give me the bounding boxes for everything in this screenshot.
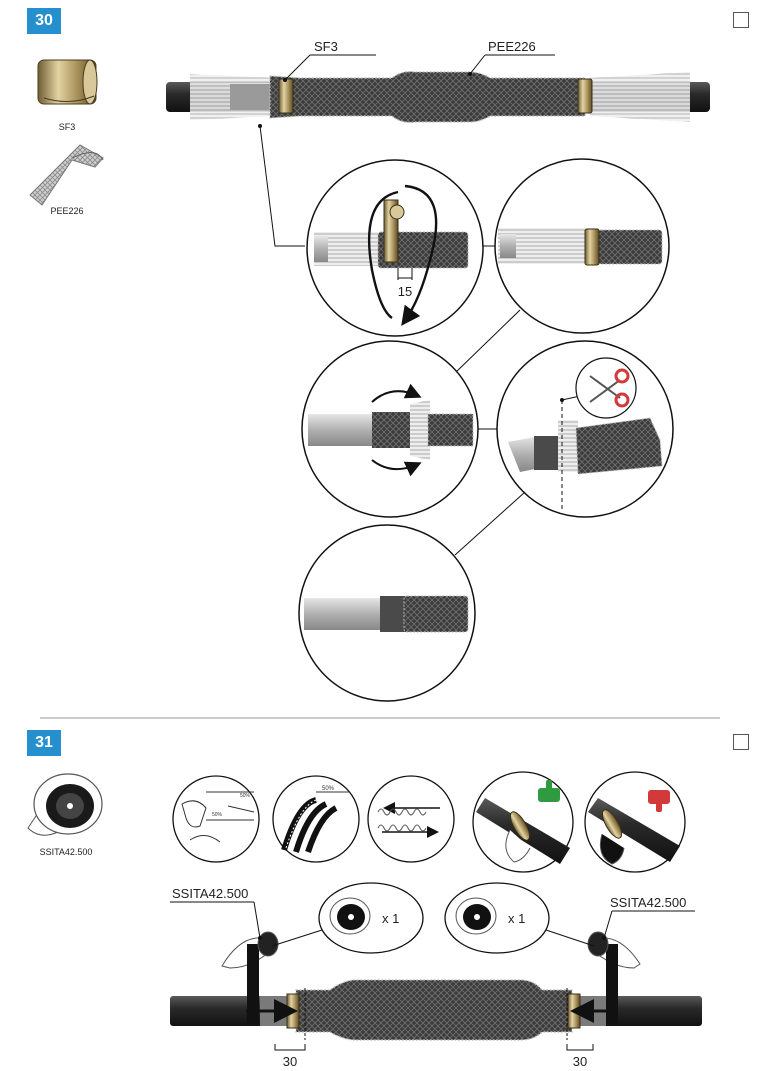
- tip-circle-wrap: 50%: [272, 775, 360, 863]
- callout-pee226: PEE226: [488, 39, 536, 54]
- measure-15: 15: [398, 284, 412, 299]
- thumb-down-icon: [648, 790, 670, 812]
- qty-bubble-left: [271, 882, 424, 954]
- part-sf3-icon: [37, 59, 98, 105]
- rotate-arrow-icon: [371, 383, 422, 403]
- step-31-checkbox[interactable]: [733, 734, 749, 750]
- detail-circle-cut: [496, 340, 674, 518]
- detail-circle-wind: [306, 159, 484, 337]
- label-ssita-right: SSITA42.500: [610, 895, 686, 910]
- tip-circle-stretch: [367, 775, 455, 863]
- qty-right: x 1: [508, 911, 525, 926]
- part-sf3-label: SF3: [59, 122, 76, 132]
- part-pee226-icon: [29, 144, 104, 206]
- svg-text:50%: 50%: [322, 786, 335, 792]
- qty-left: x 1: [382, 911, 399, 926]
- cable-assembly-bottom: [170, 931, 702, 1041]
- label-ssita-left: SSITA42.500: [172, 886, 248, 901]
- step-31-number: 31: [27, 730, 61, 756]
- step-30-number: 30: [27, 8, 61, 34]
- detail-circle-fold: [301, 340, 479, 518]
- tip-circle-good: [472, 771, 574, 873]
- svg-text:50%: 50%: [240, 793, 251, 799]
- measure-30-right: 30: [573, 1054, 587, 1069]
- tip-circle-overlap: 50% 50%: [172, 775, 260, 863]
- part-ssita-icon: [27, 773, 103, 836]
- qty-bubble-right: [444, 882, 595, 954]
- part-pee226-label: PEE226: [50, 206, 83, 216]
- detail-circle-finished: [298, 524, 476, 702]
- svg-text:50%: 50%: [212, 812, 223, 818]
- part-ssita-label: SSITA42.500: [40, 847, 93, 857]
- measure-30-left: 30: [283, 1054, 297, 1069]
- callout-sf3: SF3: [314, 39, 338, 54]
- tip-circle-bad: [584, 771, 686, 873]
- scissors-icon: [589, 368, 630, 408]
- detail-circle-fitted: [494, 158, 670, 334]
- cable-assembly-top: [166, 71, 710, 123]
- step-30-checkbox[interactable]: [733, 12, 749, 28]
- thumb-up-icon: [538, 780, 560, 802]
